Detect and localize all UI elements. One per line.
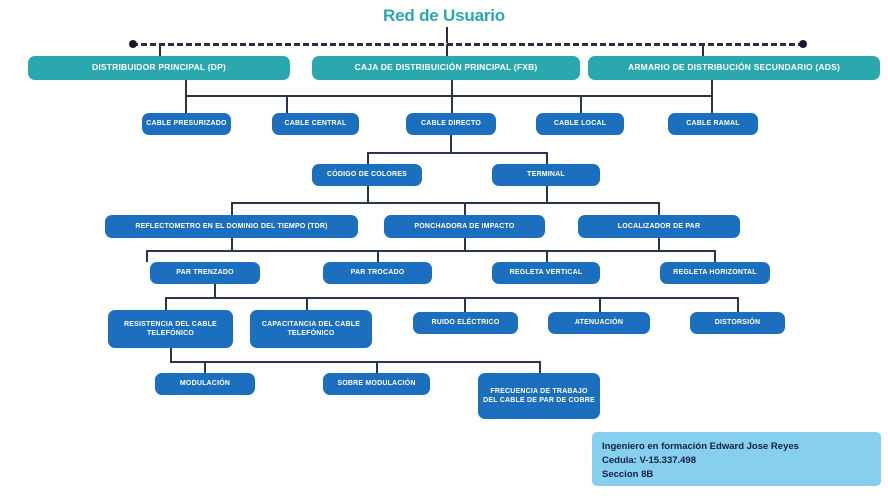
connector-l2-right-drop (580, 95, 582, 113)
connector-ponchadora-down (464, 238, 466, 251)
connector-l2-left-drop (286, 95, 288, 113)
connector-regleta-horizontal-drop (714, 250, 716, 262)
node-par-trenzado[interactable]: PAR TRENZADO (150, 262, 260, 284)
connector-par-trenzado-down (214, 284, 216, 297)
author-note-line1: Ingeniero en formación Edward Jose Reyes (602, 441, 799, 452)
bus-stub-title (446, 27, 448, 43)
node-cable-directo[interactable]: CABLE DIRECTO (406, 113, 496, 135)
bus-dashed-line (132, 43, 804, 46)
connector-capacitancia-drop (306, 297, 308, 310)
connector-ponchadora-drop (464, 202, 466, 215)
connector-sobre-modulacion-drop (376, 361, 378, 376)
author-note-line2: Cedula: V-15.337.498 (602, 454, 696, 466)
node-distribuidor-principal[interactable]: DISTRIBUIDOR PRINCIPAL (DP) (28, 56, 290, 80)
connector-l2-bar (185, 95, 712, 97)
node-armario-distribucion-secundario[interactable]: ARMARIO DE DISTRIBUCIÓN SECUNDARIO (ADS) (588, 56, 880, 80)
node-codigo-de-colores[interactable]: CÓDIGO DE COLORES (312, 164, 422, 186)
connector-terminal-down (546, 186, 548, 202)
bus-endpoint-left-dot (129, 40, 137, 48)
connector-tdr-drop (231, 202, 233, 215)
connector-l4-bar (231, 202, 659, 204)
node-caja-distribucion-principal[interactable]: CAJA DE DISTRIBUICIÓN PRINCIPAL (FXB) (312, 56, 580, 80)
connector-par-trocado-drop (377, 250, 379, 262)
bus-stub-ads (702, 44, 704, 56)
connector-resistencia-down (170, 348, 172, 362)
connector-l7-bar (170, 361, 540, 363)
connector-resistencia-drop (165, 297, 167, 310)
node-regleta-vertical[interactable]: REGLETA VERTICAL (492, 262, 600, 284)
node-resistencia-cable-telefonico[interactable]: RESISTENCIA DEL CABLE TELEFÓNICO (108, 310, 233, 348)
connector-localizador-down (658, 238, 660, 251)
node-terminal[interactable]: TERMINAL (492, 164, 600, 186)
connector-modulacion-drop (204, 361, 206, 376)
connector-l5-bar (146, 250, 715, 252)
connector-l6-bar (165, 297, 737, 299)
node-cable-ramal[interactable]: CABLE RAMAL (668, 113, 758, 135)
connector-localizador-drop (658, 202, 660, 215)
author-note: Ingeniero en formación Edward Jose Reyes… (592, 432, 881, 486)
connector-cable-directo-down (450, 135, 452, 153)
bus-endpoint-right-dot (799, 40, 807, 48)
bus-stub-fxb (446, 44, 448, 56)
node-frecuencia-trabajo-cable-par-cobre[interactable]: FRECUENCIA DE TRABAJO DEL CABLE DE PAR D… (478, 373, 600, 419)
connector-codigo-colores-down (367, 186, 369, 202)
node-distorsion[interactable]: DISTORSIÓN (690, 312, 785, 334)
node-par-trocado[interactable]: PAR TROCADO (323, 262, 432, 284)
node-reflectometro-tdr[interactable]: REFLECTOMETRO EN EL DOMINIO DEL TIEMPO (… (105, 215, 358, 238)
node-capacitancia-cable-telefonico[interactable]: CAPACITANCIA DEL CABLE TELEFÓNICO (250, 310, 372, 348)
connector-codigo-colores-drop (367, 152, 369, 164)
node-modulacion[interactable]: MODULACIÓN (155, 373, 255, 395)
connector-terminal-drop (546, 152, 548, 164)
node-cable-presurizado[interactable]: CABLE PRESURIZADO (142, 113, 231, 135)
node-localizador-de-par[interactable]: LOCALIZADOR DE PAR (578, 215, 740, 238)
node-ruido-electrico[interactable]: RUIDO ELÉCTRICO (413, 312, 518, 334)
connector-par-trenzado-drop (146, 250, 148, 262)
connector-frecuencia-drop (539, 361, 541, 376)
author-note-line3: Seccion 8B (602, 468, 654, 480)
connector-distorsion-drop (737, 297, 739, 312)
node-cable-central[interactable]: CABLE CENTRAL (272, 113, 359, 135)
bus-stub-dp (159, 44, 161, 56)
node-regleta-horizontal[interactable]: REGLETA HORIZONTAL (660, 262, 770, 284)
node-ponchadora-de-impacto[interactable]: PONCHADORA DE IMPACTO (384, 215, 545, 238)
connector-regleta-vertical-drop (546, 250, 548, 262)
node-sobre-modulacion[interactable]: SOBRE MODULACIÓN (323, 373, 430, 395)
connector-atenuacion-drop (599, 297, 601, 312)
connector-ruido-drop (464, 297, 466, 312)
connector-l3-bar (367, 152, 547, 154)
node-cable-local[interactable]: CABLE LOCAL (536, 113, 624, 135)
node-atenuacion[interactable]: ATENUACIÓN (548, 312, 650, 334)
connector-tdr-down (231, 238, 233, 251)
diagram-title: Red de Usuario (383, 6, 505, 25)
